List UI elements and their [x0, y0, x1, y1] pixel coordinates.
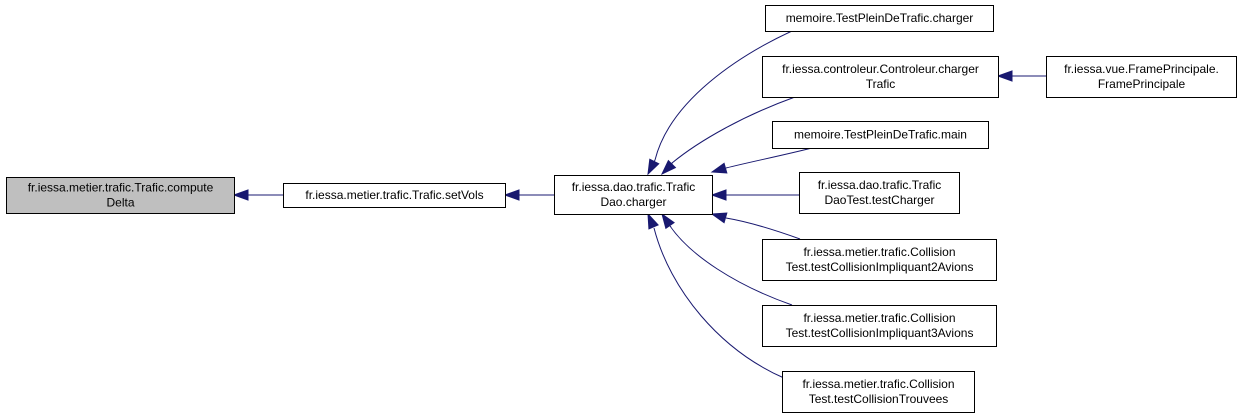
node-label-line: fr.iessa.vue.FramePrincipale. — [1064, 62, 1219, 76]
node-label-line: memoire.TestPleinDeTrafic.main — [794, 128, 967, 142]
node-label-line: fr.iessa.dao.trafic.Trafic — [818, 178, 942, 192]
node-set-vols[interactable]: fr.iessa.metier.trafic.Trafic.setVols — [283, 183, 506, 208]
node-label-line: fr.iessa.metier.trafic.Trafic.compute — [28, 181, 214, 195]
node-collision-2[interactable]: fr.iessa.metier.trafic.CollisionTest.tes… — [762, 239, 997, 281]
node-dao-test[interactable]: fr.iessa.dao.trafic.TraficDaoTest.testCh… — [799, 172, 960, 214]
node-box[interactable] — [799, 172, 960, 214]
arrowhead — [232, 189, 249, 201]
node-label-line: Delta — [106, 196, 134, 210]
node-box[interactable] — [554, 175, 713, 215]
node-box[interactable] — [6, 177, 235, 214]
node-label-line: Test.testCollisionImpliquant2Avions — [786, 260, 974, 274]
arrowhead — [710, 189, 727, 201]
edge-line — [671, 96, 796, 164]
node-box[interactable] — [762, 56, 999, 98]
edge-line — [725, 147, 813, 169]
edge-collision_2-to-dao_charger — [710, 212, 801, 240]
node-box[interactable] — [765, 5, 994, 32]
arrowhead — [647, 212, 659, 230]
arrowhead — [661, 212, 675, 230]
edge-line — [725, 217, 801, 240]
node-label-line: DaoTest.testCharger — [824, 193, 934, 207]
node-controleur-charger[interactable]: fr.iessa.controleur.Controleur.chargerTr… — [762, 56, 999, 98]
node-box[interactable] — [782, 371, 975, 413]
edge-line — [653, 30, 793, 163]
node-box[interactable] — [772, 121, 989, 149]
edge-controleur_charger-to-dao_charger — [660, 96, 796, 176]
edge-dao_test-to-dao_charger — [710, 189, 799, 201]
node-label-line: fr.iessa.metier.trafic.Trafic.setVols — [305, 188, 483, 202]
node-label-line: fr.iessa.metier.trafic.Collision — [803, 311, 955, 325]
node-box[interactable] — [1046, 56, 1237, 98]
node-compute-delta[interactable]: fr.iessa.metier.trafic.Trafic.computeDel… — [6, 177, 235, 214]
arrowhead — [710, 212, 728, 224]
node-plein-charger[interactable]: memoire.TestPleinDeTrafic.charger — [765, 5, 994, 32]
edge-frame_principale-to-controleur_charger — [996, 70, 1046, 82]
node-label-line: fr.iessa.dao.trafic.Trafic — [572, 180, 696, 194]
node-label-line: Test.testCollisionImpliquant3Avions — [786, 326, 974, 340]
node-label-line: Trafic — [866, 77, 896, 91]
edge-line — [669, 225, 793, 306]
arrowhead — [647, 158, 660, 176]
node-box[interactable] — [762, 239, 997, 281]
call-edges — [232, 30, 1046, 379]
edge-set_vols-to-compute_delta — [232, 189, 283, 201]
node-box[interactable] — [762, 305, 997, 347]
node-collision-trouvees[interactable]: fr.iessa.metier.trafic.CollisionTest.tes… — [782, 371, 975, 413]
edge-collision_3-to-dao_charger — [661, 212, 793, 306]
arrowhead — [660, 159, 677, 176]
node-label-line: Test.testCollisionTrouvees — [809, 392, 949, 406]
node-frame-principale[interactable]: fr.iessa.vue.FramePrincipale.FramePrinci… — [1046, 56, 1237, 98]
edge-plein_charger-to-dao_charger — [647, 30, 793, 176]
arrowhead — [503, 189, 520, 201]
node-plein-main[interactable]: memoire.TestPleinDeTrafic.main — [772, 121, 989, 149]
node-label-line: fr.iessa.metier.trafic.Collision — [803, 245, 955, 259]
edge-dao_charger-to-set_vols — [503, 189, 554, 201]
arrowhead — [710, 162, 728, 174]
arrowhead — [996, 70, 1013, 82]
node-box[interactable] — [283, 183, 506, 208]
node-label-line: FramePrincipale — [1098, 77, 1186, 91]
call-nodes: fr.iessa.metier.trafic.Trafic.computeDel… — [6, 5, 1237, 413]
edge-plein_main-to-dao_charger — [710, 147, 813, 174]
node-label-line: fr.iessa.controleur.Controleur.charger — [782, 62, 979, 76]
node-label-line: memoire.TestPleinDeTrafic.charger — [786, 11, 974, 25]
edge-collision_trouvees-to-dao_charger — [647, 212, 785, 379]
node-label-line: fr.iessa.metier.trafic.Collision — [802, 377, 954, 391]
node-label-line: Dao.charger — [600, 195, 666, 209]
edge-line — [653, 227, 785, 379]
node-collision-3[interactable]: fr.iessa.metier.trafic.CollisionTest.tes… — [762, 305, 997, 347]
